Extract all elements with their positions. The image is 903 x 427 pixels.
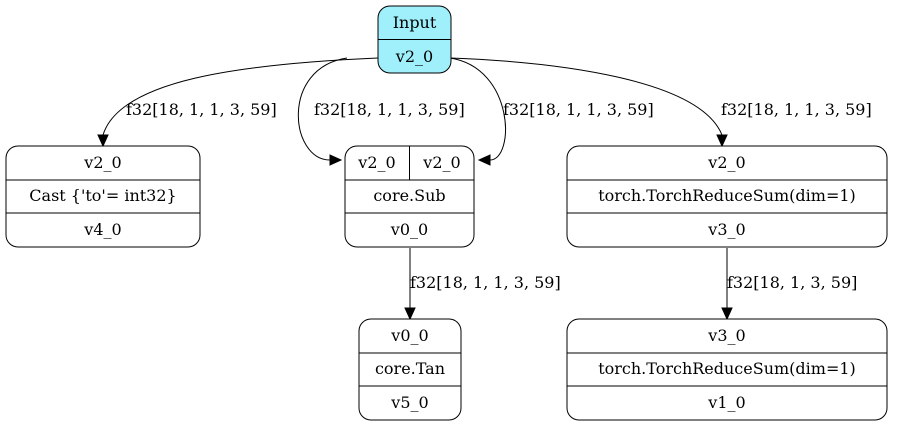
node-tan-output: v5_0 bbox=[390, 393, 428, 412]
node-input-output: v2_0 bbox=[395, 47, 433, 66]
edge-input-to-reduce1 bbox=[449, 57, 723, 136]
edge-label-sub-to-tan: f32[18, 1, 1, 3, 59] bbox=[410, 273, 561, 292]
edge-label-input-to-reduce1: f32[18, 1, 1, 3, 59] bbox=[721, 100, 872, 119]
node-sub[interactable]: v2_0 v2_0 core.Sub v0_0 bbox=[344, 145, 475, 248]
arrowhead-tan bbox=[404, 307, 416, 321]
arrowhead-reduce1 bbox=[716, 134, 728, 148]
edge-input-to-sub-a bbox=[297, 57, 348, 161]
node-input[interactable]: Input v2_0 bbox=[377, 5, 452, 74]
edge-label-input-to-sub-a: f32[18, 1, 1, 3, 59] bbox=[314, 100, 465, 119]
node-tan-op: core.Tan bbox=[375, 359, 445, 378]
node-sub-input-b: v2_0 bbox=[422, 153, 460, 172]
arrowhead-reduce2 bbox=[721, 307, 733, 321]
node-cast-op: Cast {'to'= int32} bbox=[29, 186, 176, 205]
node-reduce-sum-1[interactable]: v2_0 torch.TorchReduceSum(dim=1) v3_0 bbox=[566, 145, 888, 248]
arrowhead-sub-b bbox=[477, 154, 491, 166]
node-reduce-sum-2-input: v3_0 bbox=[707, 326, 745, 345]
node-sub-input-a: v2_0 bbox=[357, 153, 395, 172]
edge-label-input-to-sub-b: f32[18, 1, 1, 3, 59] bbox=[503, 100, 654, 119]
node-reduce-sum-1-op: torch.TorchReduceSum(dim=1) bbox=[598, 186, 856, 205]
edge-input-to-sub-b bbox=[449, 57, 506, 161]
node-reduce-sum-2[interactable]: v3_0 torch.TorchReduceSum(dim=1) v1_0 bbox=[566, 318, 888, 421]
node-tan[interactable]: v0_0 core.Tan v5_0 bbox=[358, 318, 462, 421]
arrowhead-sub-a bbox=[329, 154, 343, 166]
node-reduce-sum-2-output: v1_0 bbox=[707, 393, 745, 412]
node-tan-input: v0_0 bbox=[390, 326, 428, 345]
node-input-title: Input bbox=[393, 13, 437, 32]
node-sub-op: core.Sub bbox=[373, 186, 445, 205]
node-reduce-sum-1-output: v3_0 bbox=[707, 220, 745, 239]
node-cast-output: v4_0 bbox=[83, 220, 121, 239]
node-cast[interactable]: v2_0 Cast {'to'= int32} v4_0 bbox=[5, 145, 201, 248]
edge-label-reduce1-to-reduce2: f32[18, 1, 3, 59] bbox=[727, 273, 857, 292]
edges bbox=[97, 57, 733, 321]
node-cast-input: v2_0 bbox=[83, 153, 121, 172]
arrowhead-cast bbox=[97, 134, 109, 148]
node-reduce-sum-1-input: v2_0 bbox=[707, 153, 745, 172]
node-reduce-sum-2-op: torch.TorchReduceSum(dim=1) bbox=[598, 359, 856, 378]
edge-label-input-to-cast: f32[18, 1, 1, 3, 59] bbox=[126, 100, 277, 119]
edge-input-to-cast bbox=[102, 57, 379, 136]
edge-labels: f32[18, 1, 1, 3, 59] f32[18, 1, 1, 3, 59… bbox=[126, 100, 872, 292]
node-sub-output: v0_0 bbox=[390, 220, 428, 239]
